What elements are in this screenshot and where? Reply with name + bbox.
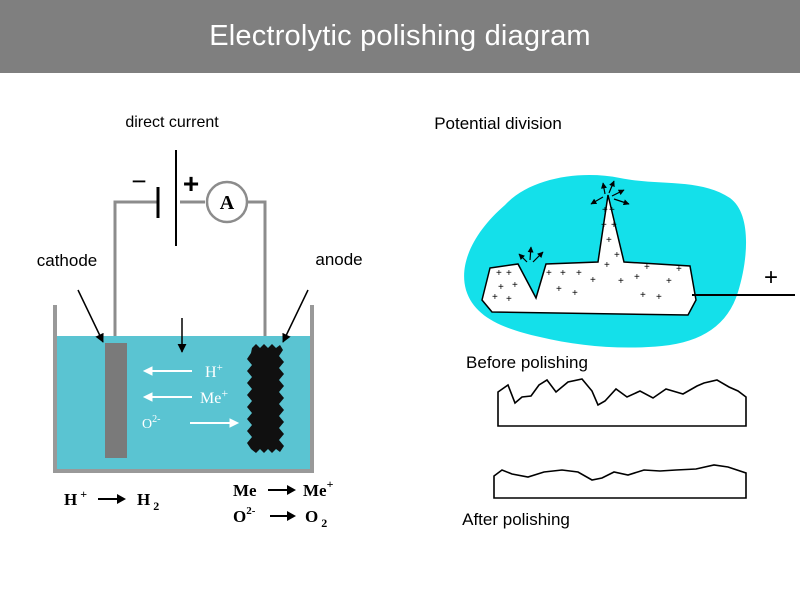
svg-text:+: + xyxy=(611,220,617,231)
svg-text:+: + xyxy=(498,282,504,293)
ion-arrows xyxy=(142,366,240,428)
title-bar: Electrolytic polishing diagram xyxy=(0,0,800,73)
anode-pointer-arrow xyxy=(282,289,309,343)
potential-division-label: Potential division xyxy=(434,114,562,133)
svg-text:+: + xyxy=(656,292,662,303)
battery-minus-sign: − xyxy=(131,166,146,196)
battery-plus-sign: + xyxy=(183,168,199,199)
svg-text:+: + xyxy=(676,264,682,275)
svg-text:+: + xyxy=(492,292,498,303)
anode-surface xyxy=(481,194,697,316)
svg-text:+: + xyxy=(606,235,612,246)
svg-text:H+: H+ xyxy=(64,487,87,509)
battery-symbol xyxy=(156,150,177,246)
me-plus-ion: Me+ xyxy=(200,386,228,407)
cathode-label: cathode xyxy=(37,251,98,270)
svg-text:+: + xyxy=(496,268,502,279)
ammeter-label: A xyxy=(220,192,235,214)
electrode-plus-sign: + xyxy=(764,264,778,291)
cathode-pointer-arrow xyxy=(77,289,104,343)
svg-text:+: + xyxy=(634,272,640,283)
svg-text:+: + xyxy=(604,260,610,271)
surface-charges: ++ ++ ++ ++ ++ ++ ++ ++ ++ ++ ++ ++ ++ xyxy=(492,205,682,305)
svg-text:+: + xyxy=(644,262,650,273)
page-title: Electrolytic polishing diagram xyxy=(209,20,591,52)
svg-text:H2: H2 xyxy=(137,490,159,513)
anode-reaction-metal: Me Me+ xyxy=(233,477,334,500)
cathode-electrode xyxy=(105,343,127,458)
svg-text:+: + xyxy=(556,284,562,295)
field-line-arrows xyxy=(518,180,630,263)
before-polishing-label: Before polishing xyxy=(466,353,588,372)
svg-text:+: + xyxy=(560,268,566,279)
svg-text:Me: Me xyxy=(233,481,257,500)
svg-text:+: + xyxy=(640,290,646,301)
svg-text:+: + xyxy=(576,268,582,279)
svg-text:+: + xyxy=(601,220,607,231)
anode-label: anode xyxy=(315,250,362,269)
svg-text:+: + xyxy=(618,276,624,287)
circuit-wires xyxy=(113,200,267,345)
svg-text:+: + xyxy=(512,280,518,291)
ammeter-symbol xyxy=(205,180,249,224)
o2-minus-ion: O2- xyxy=(142,414,160,432)
anode-electrode xyxy=(247,344,284,453)
beaker xyxy=(53,305,314,473)
svg-text:+: + xyxy=(609,205,615,216)
svg-text:+: + xyxy=(546,268,552,279)
svg-text:O2-: O2- xyxy=(233,505,256,526)
after-polishing-profile xyxy=(493,464,747,499)
svg-text:+: + xyxy=(506,294,512,305)
svg-text:+: + xyxy=(602,205,608,216)
after-polishing-label: After polishing xyxy=(462,510,570,529)
direct-current-label: direct current xyxy=(125,114,219,131)
svg-text:O2: O2 xyxy=(305,507,327,530)
svg-text:+: + xyxy=(666,276,672,287)
svg-text:+: + xyxy=(506,268,512,279)
svg-text:+: + xyxy=(572,288,578,299)
before-polishing-profile xyxy=(497,378,747,427)
svg-text:+: + xyxy=(590,275,596,286)
svg-text:Me+: Me+ xyxy=(303,477,334,500)
svg-text:+: + xyxy=(614,250,620,261)
h-plus-ion: H+ xyxy=(205,362,223,381)
